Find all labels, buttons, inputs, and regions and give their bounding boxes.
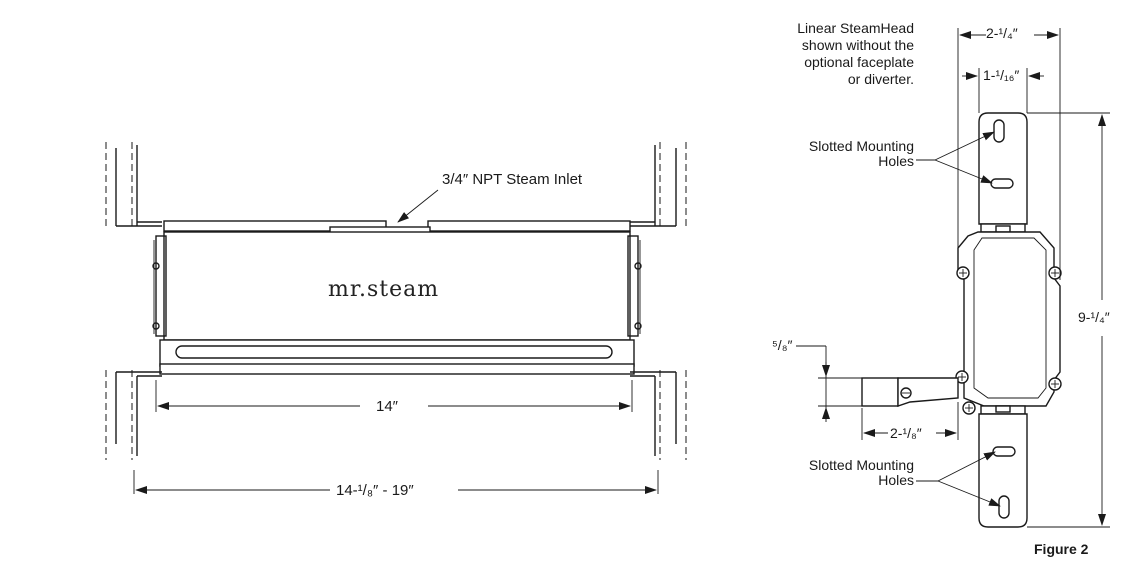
steam-inlet-label: 3/4″ NPT Steam Inlet — [442, 171, 583, 188]
note-line: or diverter. — [847, 71, 914, 87]
side-view-note: Linear SteamHead shown without the optio… — [770, 20, 914, 88]
bracket-width-label: 1-¹/₁₆″ — [983, 67, 1020, 83]
holes-label-line: Holes — [878, 472, 914, 488]
holes-label-line: Holes — [878, 153, 914, 169]
outer-width-label: 2-¹/₄″ — [986, 25, 1018, 41]
holes-label-line: Slotted Mounting — [808, 457, 914, 473]
note-line: optional faceplate — [804, 54, 914, 70]
brand-logo: mr.steam — [328, 277, 440, 302]
figure-label: Figure 2 — [1034, 541, 1089, 557]
top-mounting-holes-label: Slotted Mounting Holes — [770, 139, 914, 169]
inlet-height-label: ⁵/₈″ — [772, 337, 793, 353]
side-view-drawing — [796, 28, 1110, 528]
note-line: Linear SteamHead — [797, 20, 914, 36]
span-dimension-label: 14-¹/₈″ - 19″ — [336, 482, 414, 499]
inlet-length-label: 2-¹/₈″ — [890, 425, 922, 441]
holes-label-line: Slotted Mounting — [808, 138, 914, 154]
width-dimension-label: 14″ — [376, 398, 398, 415]
bottom-mounting-holes-label: Slotted Mounting Holes — [770, 458, 914, 488]
height-dimension-label: 9-¹/₄″ — [1078, 309, 1110, 325]
front-view-drawing — [105, 142, 687, 494]
note-line: shown without the — [801, 37, 914, 53]
